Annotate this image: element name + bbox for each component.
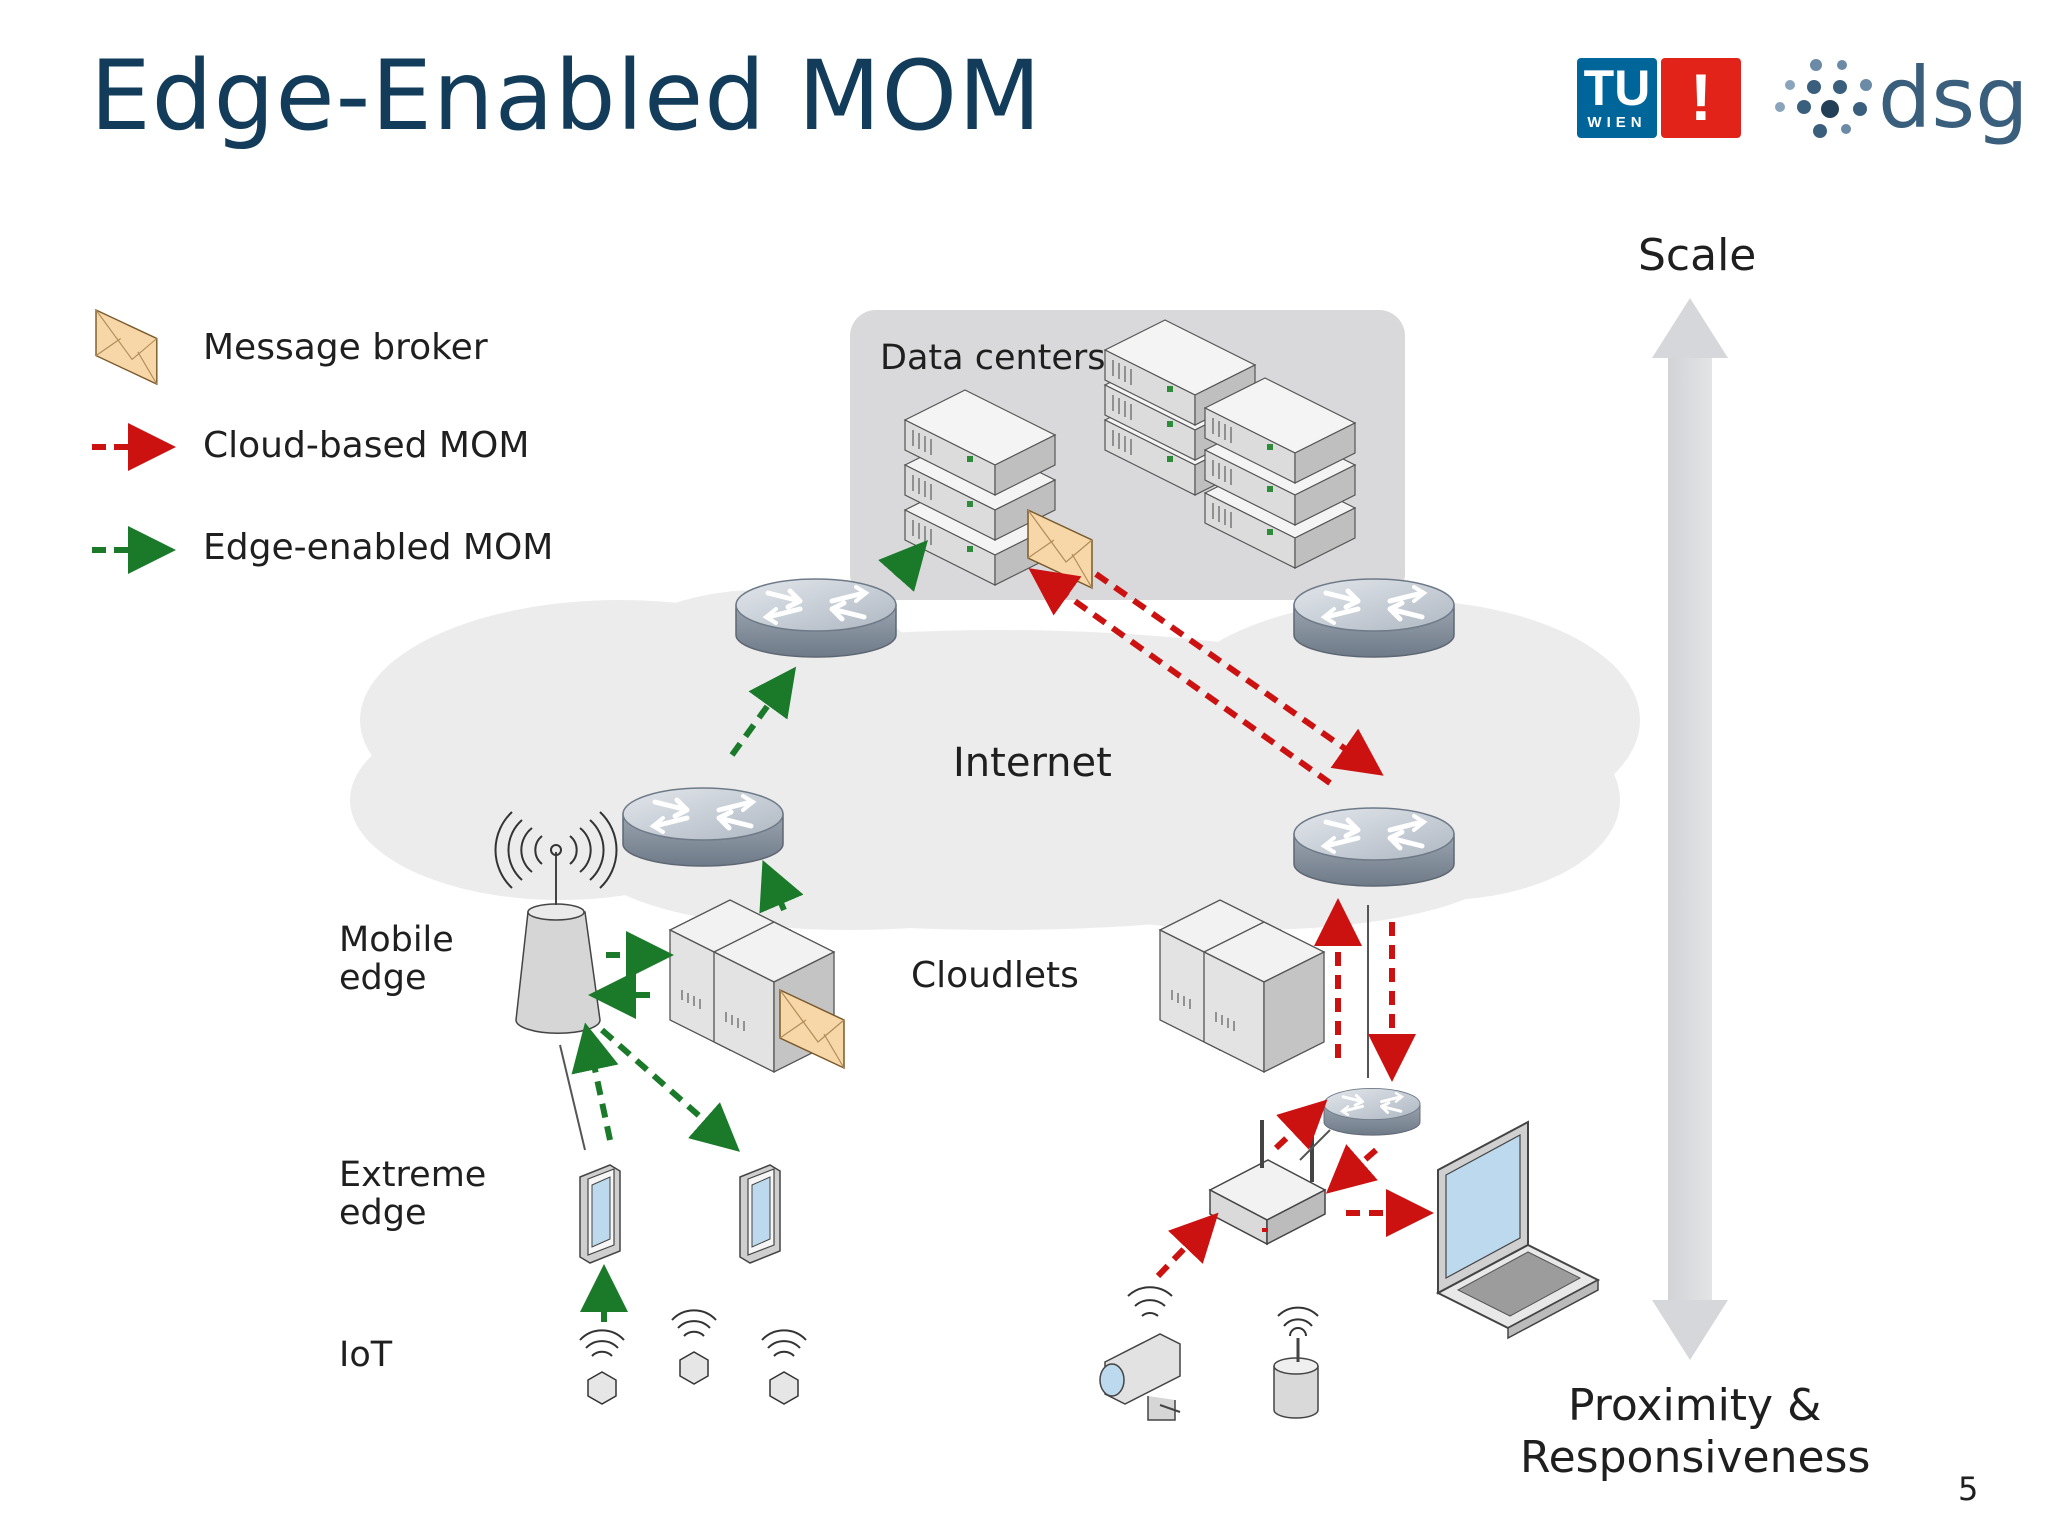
legend-envelope-icon <box>95 309 158 385</box>
legend-label-edge-enabled-mom: Edge-enabled MOM <box>203 527 554 568</box>
label-extreme-edge-line2: edge <box>339 1193 427 1233</box>
tu-wien-logo-letters: TU <box>1583 60 1651 116</box>
phone-left-icon <box>579 1164 621 1264</box>
legend-label-cloud-based-mom: Cloud-based MOM <box>203 425 530 466</box>
router-top-left <box>736 579 896 657</box>
laptop-icon <box>1435 1120 1601 1340</box>
tu-wien-logo-sub: WIEN <box>1587 114 1647 131</box>
legend-label-message-broker: Message broker <box>203 327 488 368</box>
green-arrow-tower-to-phone <box>600 1027 740 1152</box>
router-top-right <box>1294 579 1454 657</box>
phone-right-icon <box>739 1164 781 1264</box>
label-mobile-edge-line2: edge <box>339 958 427 998</box>
label-mobile-edge-line1: Mobile <box>339 920 454 960</box>
label-internet: Internet <box>953 740 1112 786</box>
red-arrow-camera-to-wifi <box>1155 1212 1219 1279</box>
red-arrow-router-to-datacenter <box>1028 568 1332 786</box>
green-arrow-phone-to-tower <box>571 1022 619 1141</box>
cell-tower-icon <box>494 811 618 1151</box>
red-arrow-datacenter-to-router <box>1094 571 1384 776</box>
green-arrow-router-to-datacenter <box>878 540 928 592</box>
iot-sensor-3-icon <box>761 1329 807 1405</box>
label-cloudlets: Cloudlets <box>911 955 1079 996</box>
label-extreme-edge-line1: Extreme <box>339 1155 487 1195</box>
dsg-logo-dots-icon <box>1775 59 1872 138</box>
page-number: 5 <box>1958 1470 1979 1508</box>
dsg-logo-text: dsg <box>1878 49 2029 147</box>
label-data-centers: Data centers <box>880 338 1106 378</box>
legend <box>92 309 176 574</box>
scale-bottom-label-line2: Responsiveness <box>1520 1432 1871 1483</box>
slide-title: Edge-Enabled MOM <box>90 40 1042 152</box>
tu-wien-logo-mark: ! <box>1690 60 1712 134</box>
green-arrow-cloudlet-to-router <box>759 859 804 914</box>
red-arrow-router-to-wifi <box>1325 1144 1378 1194</box>
scale-top-label: Scale <box>1638 230 1757 281</box>
scale-axis-arrow <box>1652 298 1728 1360</box>
tu-wien-logo-red-block: ! <box>1661 58 1741 138</box>
red-arrow-wifi-to-router <box>1273 1099 1328 1151</box>
security-camera-icon <box>1099 1286 1181 1421</box>
edge-enabled-flow <box>571 540 928 1322</box>
label-iot: IoT <box>339 1335 393 1375</box>
scale-bottom-label-line1: Proximity & <box>1568 1380 1822 1431</box>
router-mid-left <box>623 788 783 866</box>
router-small-right <box>1322 1086 1422 1137</box>
green-arrow-router-to-router <box>729 666 797 757</box>
cloud-based-flow <box>1028 568 1434 1279</box>
tu-wien-logo: TU WIEN ! <box>1577 58 1741 138</box>
wifi-router-icon <box>1208 1120 1331 1246</box>
iot-sensor-2-icon <box>671 1309 717 1385</box>
tu-wien-logo-blue-block: TU WIEN <box>1577 58 1657 138</box>
dsg-logo: dsg <box>1770 49 2028 147</box>
router-mid-right <box>1294 808 1454 886</box>
iot-sensor-1-icon <box>579 1329 625 1405</box>
sensor-canister-icon <box>1273 1306 1319 1419</box>
